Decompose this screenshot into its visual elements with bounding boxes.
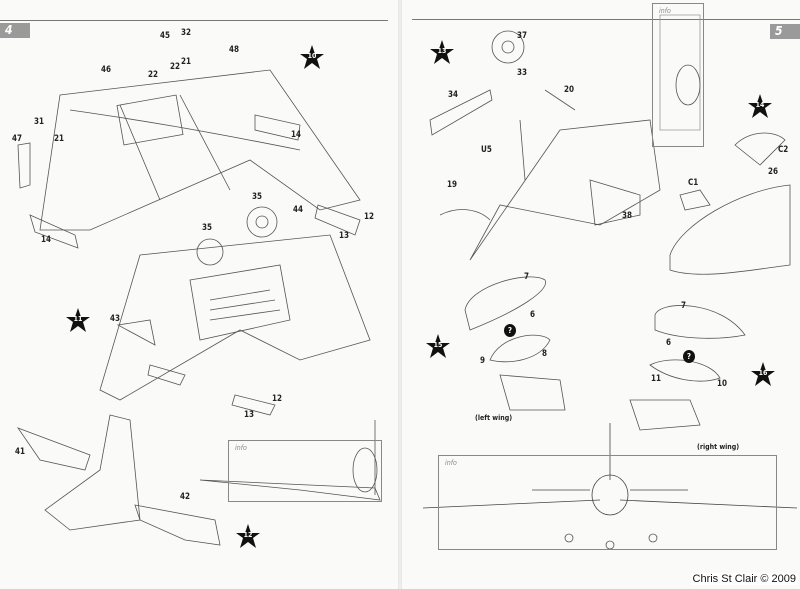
part-label: 6	[530, 310, 536, 320]
step-number: 13	[437, 47, 447, 55]
header-rule-right	[412, 19, 800, 20]
part-label: 38	[622, 211, 633, 221]
part-label: 8	[542, 349, 548, 359]
info-label: info	[235, 444, 247, 452]
part-label: 7	[524, 272, 530, 282]
part-label: 46	[101, 65, 112, 75]
star-icon	[748, 94, 772, 118]
copyright-watermark: Chris St Clair © 2009	[690, 573, 798, 585]
star-icon	[300, 45, 324, 69]
step-star-11: 11	[66, 308, 90, 332]
step-star-13: 13	[430, 40, 454, 64]
optional-part-marker: ?	[683, 350, 695, 363]
optional-part-marker: ?	[504, 324, 516, 337]
tank-drawing-step15	[464, 276, 566, 411]
step-number: 15	[433, 341, 443, 349]
part-label: 31	[34, 117, 45, 127]
part-label: 21	[54, 134, 65, 144]
tank-drawing-step16	[629, 305, 746, 431]
part-label: 9	[480, 356, 486, 366]
part-label: 12	[364, 212, 375, 222]
step-star-16: 16	[751, 362, 775, 386]
part-label: C1	[688, 178, 699, 188]
step-star-12: 12	[236, 524, 260, 548]
part-label: 45	[160, 31, 171, 41]
part-label: 33	[517, 68, 528, 78]
page-gutter	[398, 0, 402, 589]
part-label: 10	[717, 379, 728, 389]
part-label: 7	[681, 301, 687, 311]
header-rule-left	[0, 20, 388, 21]
part-label: 47	[12, 134, 23, 144]
star-icon	[751, 362, 775, 386]
part-label: 34	[448, 90, 459, 100]
step-number: 11	[73, 315, 83, 323]
info-label: info	[445, 459, 457, 467]
fuselage-drawing-step10	[17, 69, 361, 249]
tail-drawing-step12	[16, 414, 381, 546]
info-box-tail: info	[228, 440, 382, 502]
step-number: 16	[758, 369, 768, 377]
canopy-drawing-step14	[659, 14, 791, 275]
instruction-page-right	[402, 0, 800, 589]
caption-right-wing: (right wing)	[697, 443, 740, 451]
info-label: info	[659, 7, 671, 15]
part-label: 14	[41, 235, 52, 245]
part-label: 22	[170, 62, 181, 72]
part-label: 26	[768, 167, 779, 177]
part-label: 19	[447, 180, 458, 190]
step-number: 10	[307, 52, 317, 60]
part-label: 6	[666, 338, 672, 348]
part-label: 35	[252, 192, 263, 202]
part-label: 21	[181, 57, 192, 67]
part-label: 11	[651, 374, 662, 384]
info-box-canopy: info	[652, 3, 704, 147]
part-label: 48	[229, 45, 240, 55]
instruction-page-left	[0, 0, 398, 589]
star-icon	[430, 40, 454, 64]
info-box-front-view: info	[438, 455, 777, 550]
page-number-5: 5	[770, 24, 800, 39]
part-label: 20	[564, 85, 575, 95]
part-label: 41	[15, 447, 26, 457]
part-label: 32	[181, 28, 192, 38]
step-star-15: 15	[426, 334, 450, 358]
step-star-10: 10	[300, 45, 324, 69]
cockpit-drawing-step13	[429, 30, 661, 261]
part-label: 13	[339, 231, 350, 241]
star-icon	[426, 334, 450, 358]
part-label: 42	[180, 492, 191, 502]
caption-left-wing: (left wing)	[475, 414, 513, 422]
part-label: C2	[778, 145, 789, 155]
part-label: 44	[293, 205, 304, 215]
part-label: 13	[244, 410, 255, 420]
part-label: 35	[202, 223, 213, 233]
part-label: 12	[272, 394, 283, 404]
fuselage-drawing-step11	[99, 204, 371, 416]
part-label: 14	[291, 130, 302, 140]
star-icon	[66, 308, 90, 332]
part-label: 22	[148, 70, 159, 80]
front-view-drawing	[422, 423, 798, 550]
part-label: U5	[481, 145, 492, 155]
step-number: 14	[755, 101, 765, 109]
page-number-4: 4	[0, 23, 30, 38]
step-number: 12	[243, 531, 253, 539]
part-label: 43	[110, 314, 121, 324]
star-icon	[236, 524, 260, 548]
part-label: 37	[517, 31, 528, 41]
step-star-14: 14	[748, 94, 772, 118]
